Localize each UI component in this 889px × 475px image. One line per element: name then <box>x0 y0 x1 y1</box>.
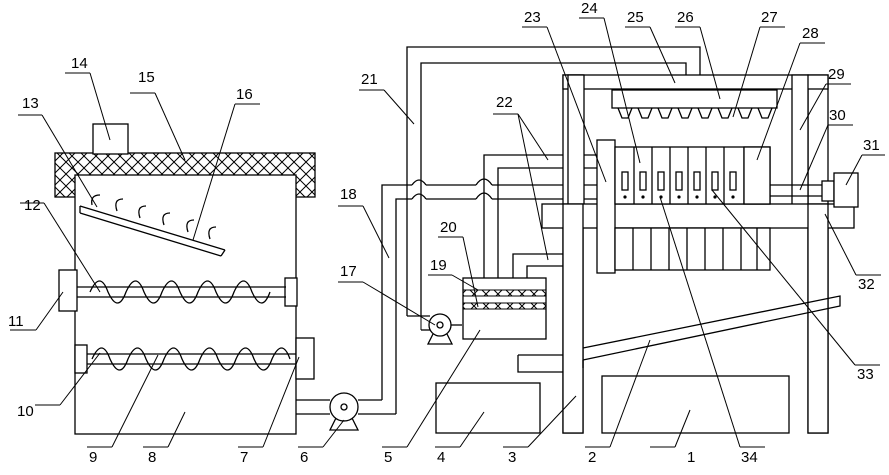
label-28: 28 <box>802 25 819 42</box>
label-5: 5 <box>384 449 392 466</box>
label-8: 8 <box>148 449 156 466</box>
label-29: 29 <box>828 66 845 83</box>
press-frame <box>541 74 855 434</box>
label-9: 9 <box>89 449 97 466</box>
label-23: 23 <box>524 9 541 26</box>
upper-screw-conveyor <box>58 269 298 312</box>
label-21: 21 <box>361 71 378 88</box>
lower-motor <box>295 337 315 380</box>
head-plate-23 <box>596 139 616 274</box>
tank-body <box>74 174 297 435</box>
label-26: 26 <box>677 9 694 26</box>
label-1: 1 <box>687 449 695 466</box>
label-17: 17 <box>340 263 357 280</box>
label-27: 27 <box>761 9 778 26</box>
label-18: 18 <box>340 186 357 203</box>
label-22: 22 <box>496 94 513 111</box>
pump-6 <box>328 392 360 431</box>
label-16: 16 <box>236 86 253 103</box>
label-13: 13 <box>22 95 39 112</box>
label-15: 15 <box>138 69 155 86</box>
feed-inlet <box>92 123 129 155</box>
pump-17 <box>426 313 462 345</box>
label-31: 31 <box>863 137 880 154</box>
label-20: 20 <box>440 219 457 236</box>
chute-2 <box>517 295 841 373</box>
left-tank <box>54 123 316 435</box>
label-12: 12 <box>24 197 41 214</box>
label-6: 6 <box>300 449 308 466</box>
pipe-6-out <box>296 399 396 415</box>
pipe-21 <box>406 46 701 331</box>
label-30: 30 <box>829 107 846 124</box>
filter-plates <box>614 146 771 205</box>
tank-1 <box>601 375 790 434</box>
label-25: 25 <box>627 9 644 26</box>
label-3: 3 <box>508 449 516 466</box>
nozzles <box>617 107 773 119</box>
tank-4 <box>435 382 541 434</box>
label-4: 4 <box>437 449 445 466</box>
hydraulic-cylinder <box>770 172 859 208</box>
label-33: 33 <box>857 366 874 383</box>
label-7: 7 <box>240 449 248 466</box>
table-32 <box>541 203 855 229</box>
label-14: 14 <box>71 55 88 72</box>
label-11: 11 <box>8 313 24 330</box>
label-10: 10 <box>17 403 34 420</box>
label-24: 24 <box>581 0 598 17</box>
filter-unit-5 <box>462 154 600 340</box>
upper-motor <box>58 269 78 312</box>
lower-screw-conveyor <box>74 337 315 380</box>
label-32: 32 <box>858 276 875 293</box>
top-beam <box>562 74 829 90</box>
part-labels: 1 2 3 4 5 6 7 8 9 10 11 12 13 14 15 16 1… <box>8 0 880 466</box>
inclined-plate <box>79 194 226 257</box>
leader-lines <box>10 17 885 448</box>
lower-plates <box>614 227 771 271</box>
label-34: 34 <box>741 449 758 466</box>
label-2: 2 <box>588 449 596 466</box>
label-19: 19 <box>430 257 447 274</box>
spray-bar <box>611 89 778 119</box>
